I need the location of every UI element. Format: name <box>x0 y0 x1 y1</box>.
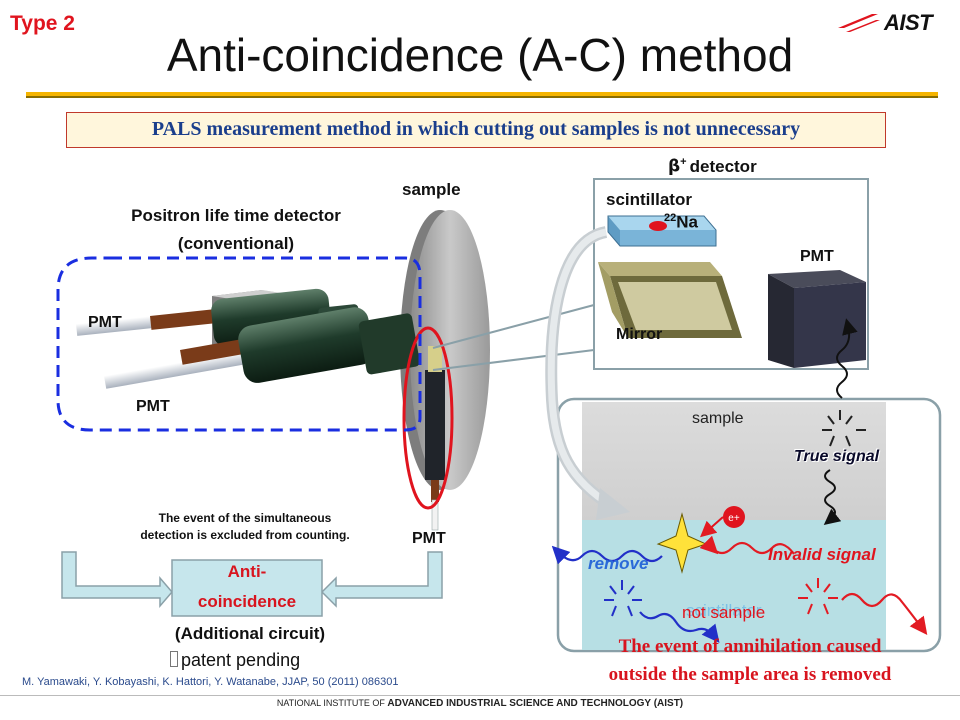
footer-prefix: NATIONAL INSTITUTE OF <box>276 698 385 708</box>
burst-right <box>798 578 838 615</box>
pmt-label-upper: PMT <box>88 314 122 331</box>
conclusion-line-1: The event of annihilation caused <box>618 636 882 657</box>
not-sample-label: not sample <box>682 603 766 622</box>
invalid-signal-label: Invalid signal <box>768 545 876 564</box>
highlight-ellipse <box>402 326 454 510</box>
scintillator-plate <box>607 215 717 247</box>
title-rule <box>26 92 938 98</box>
true-signal-label: True signal <box>794 448 880 465</box>
conclusion-line-2: outside the sample area is removed <box>608 664 892 685</box>
footer: NATIONAL INSTITUTE OF ADVANCED INDUSTRIA… <box>0 698 960 709</box>
subtitle-banner: PALS measurement method in which cutting… <box>66 112 886 148</box>
burst-left <box>604 580 642 617</box>
mirror-label: Mirror <box>616 326 663 343</box>
pmt-tube-lower <box>104 307 420 389</box>
isotope-label: 22Na <box>664 212 698 232</box>
na22-source <box>649 221 667 231</box>
beta-detector-title: β+detector <box>668 156 757 177</box>
anti-label-1: Anti- <box>227 562 267 581</box>
pmt-vertical <box>425 346 445 531</box>
exclusion-note-1: The event of the simultaneous <box>158 511 332 525</box>
signal-wave-up <box>836 318 858 399</box>
page-title: Anti-coincidence (A-C) method <box>166 29 794 81</box>
invalid-wave <box>699 535 795 555</box>
panel-sample-label: sample <box>692 410 744 427</box>
scintillator-faint-label: scintillator <box>686 601 762 620</box>
true-signal-burst <box>822 410 866 447</box>
pmt-label-lower: PMT <box>136 398 170 415</box>
remove-wave-lower <box>639 611 720 643</box>
scintillator-region <box>582 520 886 650</box>
type-tag: Type 2 <box>10 12 75 35</box>
beta-pmt-block <box>768 270 866 368</box>
exclusion-note-2: detection is excluded from counting. <box>140 528 350 542</box>
signal-wave-down <box>823 469 842 526</box>
scintillator-label: scintillator <box>606 190 692 209</box>
invalid-wave-right <box>841 592 928 636</box>
anti-coincidence-box <box>171 559 323 617</box>
conventional-region-outline <box>56 256 422 432</box>
positron-icon: e+ <box>723 506 745 528</box>
pmt-label-vertical: PMT <box>412 530 446 547</box>
anti-label-2: coincidence <box>197 592 297 611</box>
patent-marker-icon <box>170 651 178 667</box>
citation: M. Yamawaki, Y. Kobayashi, K. Hattori, Y… <box>22 676 399 688</box>
additional-circuit-label: (Additional circuit) <box>174 624 326 643</box>
remove-wave <box>551 545 663 565</box>
beta-pmt-label: PMT <box>800 248 834 265</box>
detector-title-1: Positron life time detector <box>131 206 341 225</box>
detector-title-2: (conventional) <box>177 234 295 253</box>
sample-label: sample <box>402 180 461 199</box>
patent-label: patent pending <box>170 650 300 671</box>
annihilation-star-icon <box>656 512 708 574</box>
sample-region <box>582 402 886 520</box>
aist-logo-text: AIST <box>884 10 933 35</box>
ac-flow-arrows <box>61 551 443 609</box>
footer-rule <box>0 695 960 696</box>
mirror-block <box>598 262 742 338</box>
remove-label: remove <box>588 554 649 573</box>
footer-main: ADVANCED INDUSTRIAL SCIENCE AND TECHNOLO… <box>387 698 684 709</box>
patent-text: patent pending <box>181 650 301 670</box>
aist-logo-icon <box>838 14 880 32</box>
svg-text:e+: e+ <box>728 513 740 524</box>
zoom-lines <box>432 304 595 371</box>
